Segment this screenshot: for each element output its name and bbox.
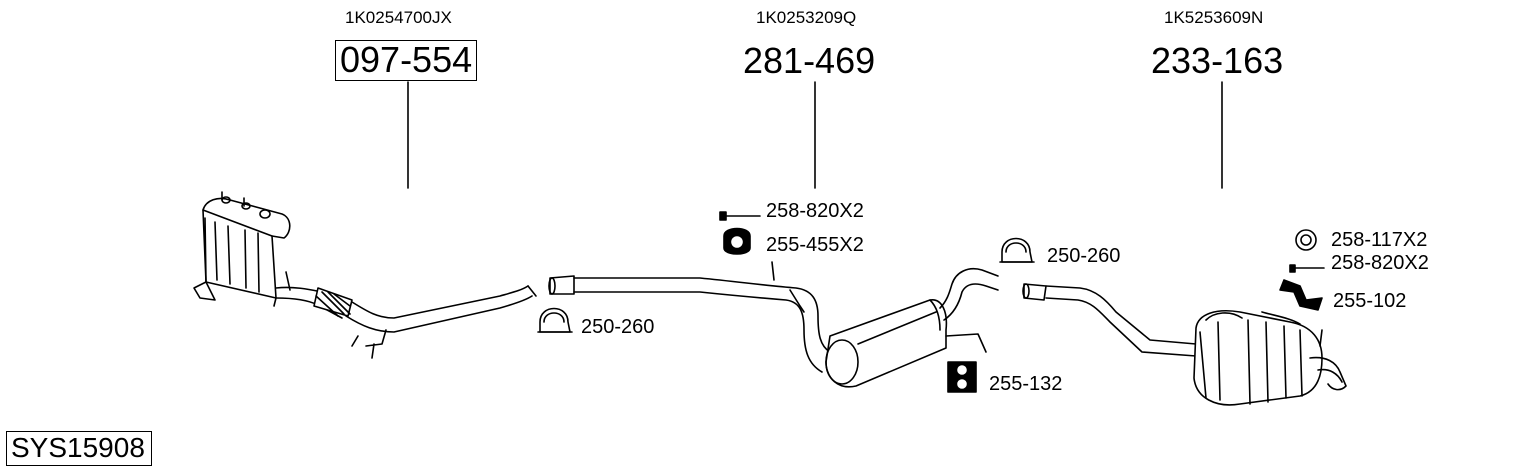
accessory-label[interactable]: 255-455X2	[766, 234, 864, 256]
oe-number-2: 1K0253209Q	[756, 8, 857, 27]
bracket-icon	[1279, 279, 1323, 311]
accessory-label[interactable]: 258-117X2	[1331, 229, 1428, 251]
particulate-filter-drawing	[193, 191, 537, 359]
system-code: SYS15908	[6, 431, 152, 466]
accessory-label[interactable]: 258-820X2	[766, 200, 864, 222]
washer-ring-icon	[1295, 229, 1317, 251]
accessory-label[interactable]: 255-102	[1333, 290, 1407, 312]
bolt-icon	[719, 211, 761, 221]
accessory-label[interactable]: 250-260	[1047, 245, 1121, 267]
part-number-281-469[interactable]: 281-469	[743, 40, 876, 81]
rubber-hanger-icon	[723, 227, 751, 255]
accessory-label[interactable]: 250-260	[581, 316, 655, 338]
oe-number-1: 1K0254700JX	[345, 8, 452, 27]
part-number-233-163[interactable]: 233-163	[1151, 40, 1284, 81]
rear-silencer-drawing	[1022, 283, 1347, 406]
bolt-icon	[1289, 264, 1325, 273]
middle-silencer-drawing	[548, 261, 999, 388]
accessory-label[interactable]: 258-820X2	[1331, 252, 1429, 274]
accessory-label[interactable]: 255-132	[989, 373, 1063, 395]
rubber-mount-icon	[947, 361, 977, 393]
pipe-clamp-icon	[999, 237, 1035, 263]
pipe-clamp-icon	[537, 307, 573, 333]
part-number-097-554[interactable]: 097-554	[335, 40, 478, 81]
oe-number-3: 1K5253609N	[1164, 8, 1264, 27]
